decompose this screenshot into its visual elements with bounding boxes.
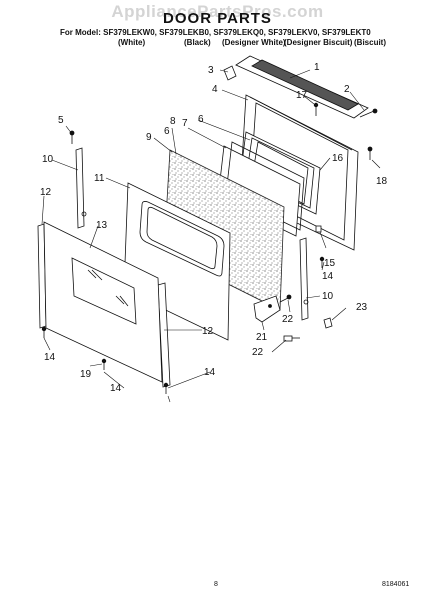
callout-21: 21 xyxy=(256,332,268,343)
callout-12: 12 xyxy=(40,187,52,198)
callout-14b: 14 xyxy=(44,352,56,363)
callout-14d: 14 xyxy=(204,367,216,378)
color-designer-biscuit: (Designer Biscuit) xyxy=(284,38,353,47)
callout-4: 4 xyxy=(212,84,218,95)
callout-22b: 22 xyxy=(252,347,264,358)
callout-8: 8 xyxy=(170,116,176,127)
hinge-channel-left xyxy=(75,147,87,229)
page-title: DOOR PARTS xyxy=(163,10,272,27)
callout-14a: 14 xyxy=(322,271,334,282)
watermark: AppliancePartsPros.com xyxy=(111,2,324,21)
hinge-pin-lower xyxy=(283,335,300,342)
callout-labels: 1 2 3 4 5 6 6 7 8 9 10 10 11 12 12 13 14… xyxy=(40,62,388,394)
callout-1: 1 xyxy=(314,62,320,73)
clip-part-23 xyxy=(323,317,333,329)
callout-6b: 6 xyxy=(164,126,170,137)
screw-part-18 xyxy=(367,146,373,160)
callout-2: 2 xyxy=(344,84,350,95)
page-number: 8 xyxy=(214,581,218,588)
callout-5: 5 xyxy=(58,115,64,126)
callout-3: 3 xyxy=(208,65,214,76)
callout-13: 13 xyxy=(96,220,108,231)
callout-9: 9 xyxy=(146,132,152,143)
callout-23: 23 xyxy=(356,302,368,313)
color-black: (Black) xyxy=(184,38,211,47)
screw-part-17 xyxy=(313,102,319,116)
callout-7: 7 xyxy=(182,118,188,129)
callout-18: 18 xyxy=(376,176,388,187)
callout-22a: 22 xyxy=(282,314,294,325)
callout-16: 16 xyxy=(332,153,344,164)
bracket-part-15 xyxy=(315,225,322,233)
hinge-part-21 xyxy=(253,295,281,323)
hinge-pin-upper xyxy=(279,294,292,303)
color-biscuit: (Biscuit) xyxy=(354,38,386,47)
color-white: (White) xyxy=(118,38,146,47)
color-designer-white: (Designer White) xyxy=(222,38,286,47)
hinge-channel-right xyxy=(299,237,309,321)
screw-part-14 xyxy=(41,256,325,394)
callout-17: 17 xyxy=(296,90,308,101)
callout-14c: 14 xyxy=(110,383,122,394)
leader-lines xyxy=(41,69,381,403)
callout-6: 6 xyxy=(198,114,204,125)
model-list: For Model: SF379LEKW0, SF379LEKB0, SF379… xyxy=(60,28,371,37)
callout-12b: 12 xyxy=(202,326,214,337)
document-number: 8184061 xyxy=(382,581,410,588)
callout-15: 15 xyxy=(324,258,336,269)
door-side-trims xyxy=(37,223,171,388)
callout-11: 11 xyxy=(94,173,105,184)
callout-10b: 10 xyxy=(322,291,334,302)
screw-part-5 xyxy=(69,130,75,144)
screw-part-2 xyxy=(359,108,378,118)
vent-trim-part xyxy=(235,55,369,119)
callout-10: 10 xyxy=(42,154,54,165)
callout-19: 19 xyxy=(80,369,92,380)
bracket-part-3 xyxy=(223,65,237,81)
outer-door-panel xyxy=(43,221,163,383)
